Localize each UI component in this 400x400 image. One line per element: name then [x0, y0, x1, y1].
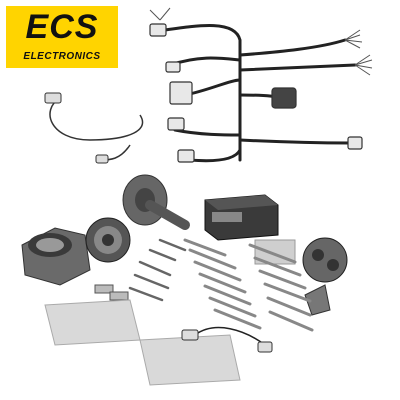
brand-tagline: ELECTRONICS: [23, 51, 101, 62]
cable-ties: [183, 238, 314, 332]
adapter-cable: [44, 92, 144, 164]
socket-plate: [122, 174, 190, 230]
small-connector: [181, 329, 199, 341]
harness-block-connector: [169, 81, 193, 105]
mounting-tape-strips: [44, 299, 241, 386]
wiring-harness: [163, 24, 357, 163]
harness-connector: [165, 61, 181, 73]
fuse: [94, 284, 114, 294]
harness-connector: [177, 149, 195, 163]
harness-connector: [167, 117, 185, 131]
brand-name: ECS: [25, 8, 99, 46]
harness-connector: [149, 23, 167, 37]
small-harness: [181, 326, 273, 353]
13-pin-socket: [21, 227, 91, 286]
small-connector: [257, 341, 273, 353]
relay-module: [271, 87, 297, 109]
brand-logo: ECS ELECTRONICS: [6, 6, 118, 68]
adapter-connector: [44, 92, 62, 104]
harness-connectors: [149, 23, 363, 163]
boot-cover: [304, 284, 331, 316]
harness-connector: [347, 136, 363, 150]
rubber-seal: [85, 217, 131, 263]
grommet: [302, 237, 348, 316]
adapter-connector: [95, 154, 109, 164]
fuses: [94, 284, 129, 301]
harness-thin-wires: [149, 7, 373, 76]
screws-and-bolts: [128, 238, 187, 302]
control-module: [204, 194, 279, 241]
fuse: [109, 291, 129, 301]
